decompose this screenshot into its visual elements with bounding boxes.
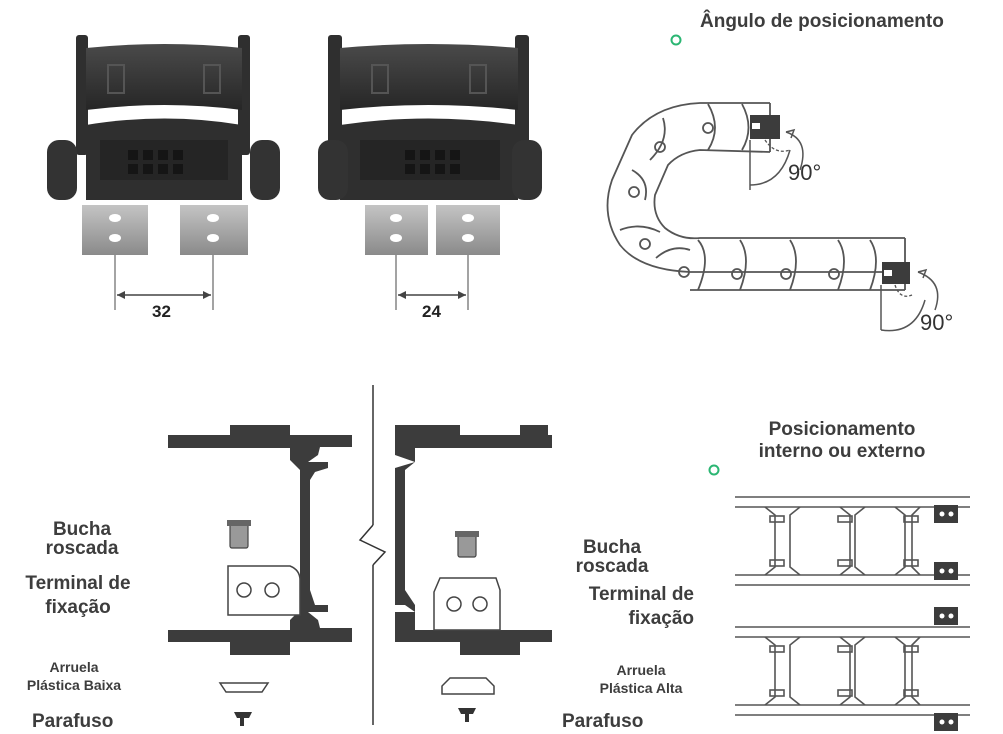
position-title-line1: Posicionamento [768,419,916,440]
bracket-photo-32 [47,35,280,310]
angle-bottom-label: 90° [920,310,954,335]
leader-lines [120,533,580,724]
position-title-line2: interno ou externo [758,441,926,462]
right-terminal-label-2: fixação [628,608,694,629]
right-bucha-label-2: roscada [575,556,649,577]
center-divider [358,385,387,725]
left-terminal-label-1: Terminal de [25,573,131,594]
right-arruela-label-1: Arruela [616,662,666,678]
angle-top-label: 90° [788,160,822,185]
left-bucha-label-1: Bucha [52,519,112,540]
u-chain-brackets [750,115,913,297]
left-arruela-label-1: Arruela [49,659,99,675]
chain-mount-brackets [934,505,958,731]
left-terminal-label-2: fixação [45,597,111,618]
u-chain-drawing [606,102,906,291]
straight-chain-top [735,496,970,586]
position-title-line [708,464,1000,476]
angle-section-title: Ângulo de posicionamento [700,11,944,32]
dimension-32-label: 32 [152,302,171,321]
angle-arrows [749,128,939,332]
right-parafuso-label: Parafuso [562,711,644,732]
left-arruela-label-2: Plástica Baixa [26,677,122,693]
left-bucha-label-2: roscada [45,538,119,559]
left-assembly [168,425,352,726]
right-arruela-label-2: Plástica Alta [599,680,683,696]
bracket-photo-24 [318,35,542,310]
right-assembly [395,425,552,722]
straight-chain-bottom [735,626,970,716]
angle-title-line [670,34,1000,46]
dimension-24-label: 24 [422,302,441,321]
right-terminal-label-1: Terminal de [588,584,694,605]
left-parafuso-label: Parafuso [32,711,114,732]
right-bucha-label-1: Bucha [582,537,642,558]
